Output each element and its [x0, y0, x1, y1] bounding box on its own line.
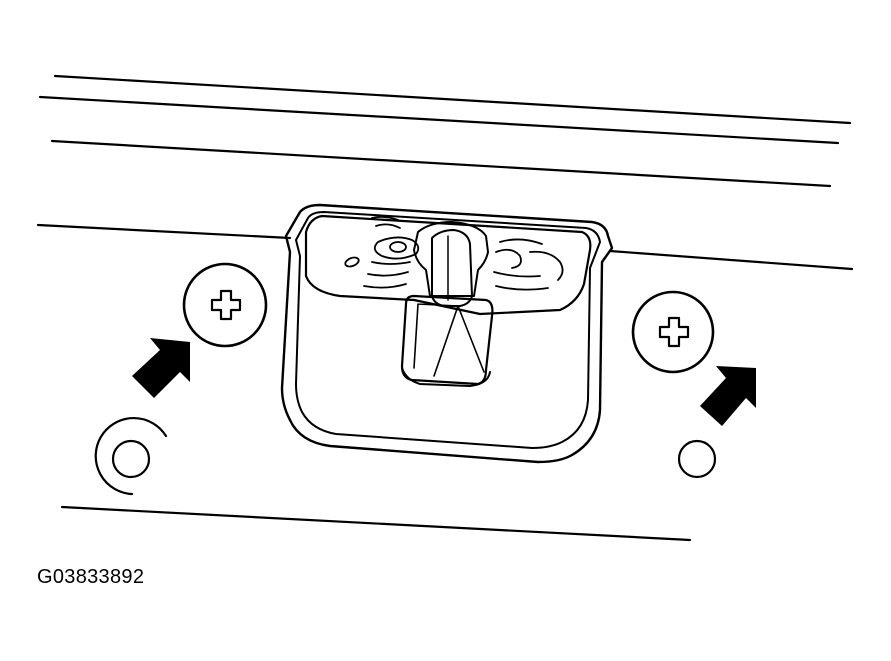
lamp-housing-rim — [295, 211, 601, 449]
lens-detail — [499, 238, 543, 245]
lens-detail — [367, 271, 409, 277]
socket-base — [401, 367, 491, 387]
screw-head — [182, 262, 268, 348]
lens-detail — [344, 256, 360, 268]
panel-line — [38, 95, 840, 145]
lens-detail — [373, 236, 420, 260]
panel-line — [50, 139, 832, 188]
lens-detail — [371, 261, 411, 265]
pointer-arrow — [700, 366, 756, 426]
screw-left — [182, 262, 268, 348]
bulb-upper — [431, 229, 473, 307]
screw-head — [631, 290, 715, 374]
mounting-hole-right — [677, 439, 717, 479]
lamp-lens — [304, 214, 592, 316]
lens-detail — [495, 248, 522, 269]
panel-line — [608, 249, 854, 271]
hole — [111, 439, 151, 479]
panel-lines — [36, 74, 854, 542]
lamp-housing-outer — [280, 203, 614, 464]
lens-detail — [375, 223, 401, 229]
panel-line — [53, 74, 852, 125]
lens-channel — [413, 221, 489, 297]
lamp-housing — [280, 203, 614, 464]
panel-line — [60, 505, 692, 542]
panel-line — [36, 223, 292, 240]
lens-detail — [493, 271, 541, 278]
phillips-cross — [658, 316, 690, 348]
hole-rim — [94, 416, 168, 496]
pointer-arrow — [132, 338, 190, 398]
lens-detail — [389, 241, 407, 253]
socket-inner — [413, 303, 485, 377]
lens-detail — [363, 283, 407, 289]
lens-detail — [371, 215, 399, 221]
phillips-cross — [210, 289, 242, 321]
figure-code: G03833892 — [37, 566, 145, 588]
lens-detail — [529, 250, 564, 281]
bulb-socket — [400, 229, 494, 387]
mounting-hole-left — [94, 416, 168, 496]
screw-right — [631, 290, 715, 374]
lens-detail — [495, 285, 549, 291]
